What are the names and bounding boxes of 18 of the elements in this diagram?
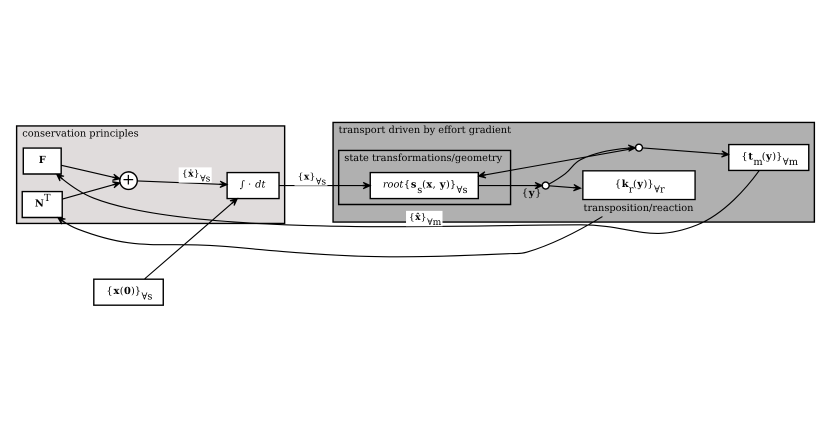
arrow <box>62 180 120 200</box>
arrow <box>279 181 371 189</box>
arrow <box>57 216 603 257</box>
arrow <box>549 183 582 191</box>
arrow <box>478 147 636 178</box>
arrow <box>144 198 238 280</box>
arrow <box>478 181 543 189</box>
node-circle: + <box>119 170 138 190</box>
node-circle <box>541 180 550 190</box>
node-label: {y} <box>522 188 542 199</box>
node-box: ∫ · dt <box>226 171 280 199</box>
arrow <box>548 144 636 184</box>
arrow <box>61 164 120 180</box>
arrow <box>642 146 730 158</box>
node-circle <box>634 142 644 152</box>
node-label: transposition/reaction <box>584 202 694 214</box>
node-box: F <box>22 146 62 174</box>
arrow <box>137 180 228 188</box>
